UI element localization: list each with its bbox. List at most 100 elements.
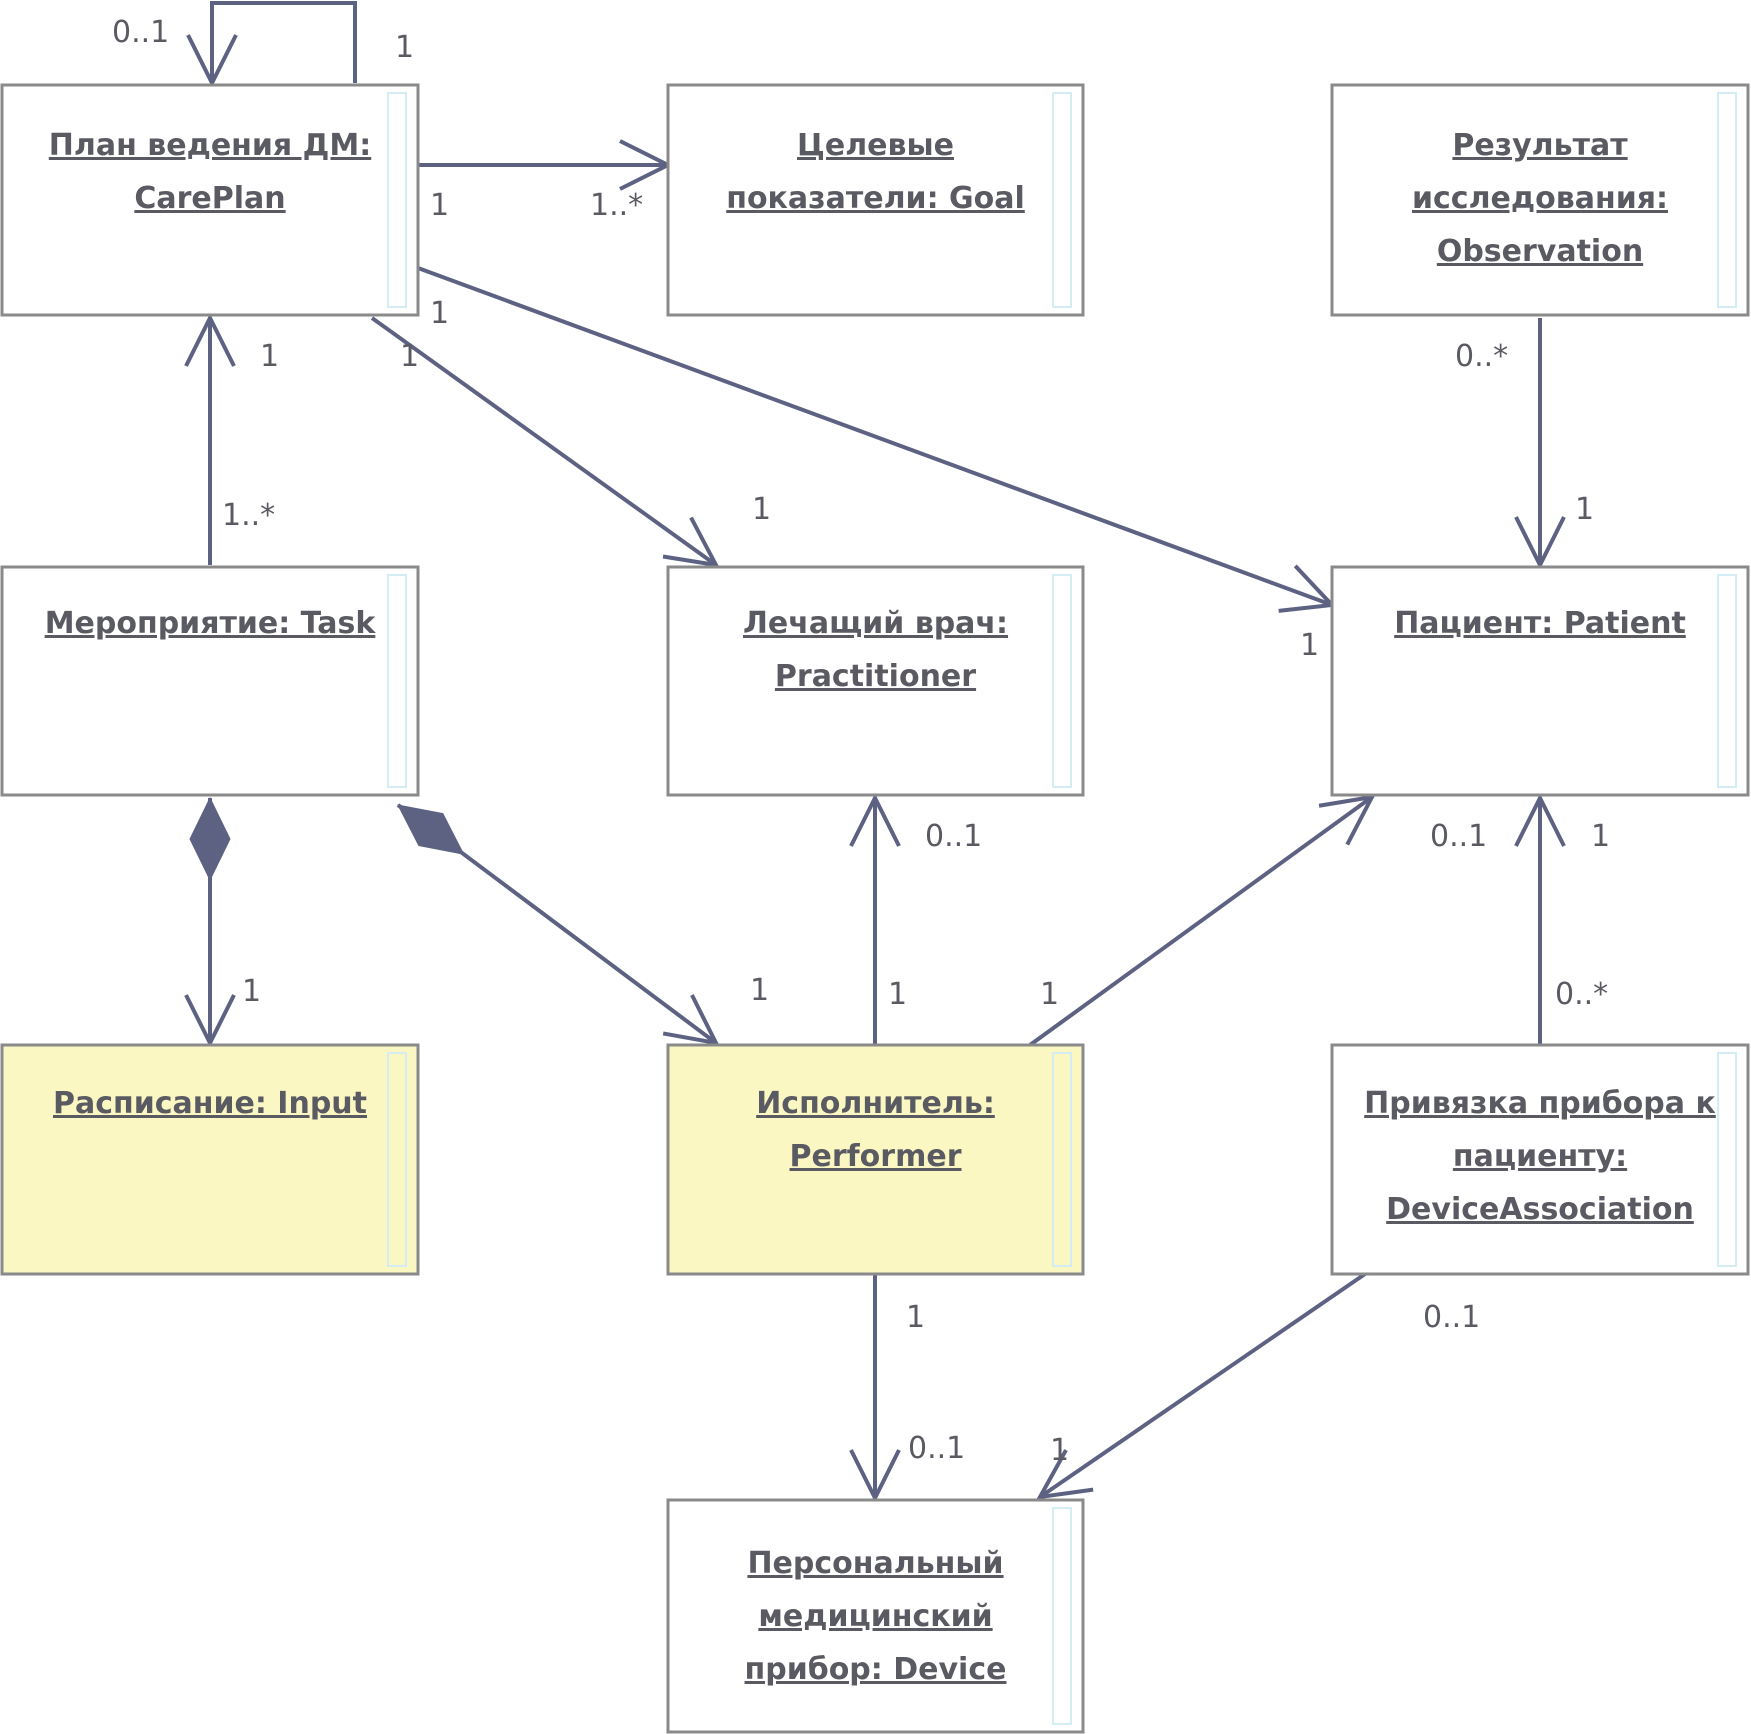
multiplicity-label: 0..* — [1455, 339, 1508, 374]
edge-6-composition-diamond — [189, 796, 231, 882]
edge-careplan-to-careplan — [186, 1, 357, 88]
node-observation-label: Observation — [1437, 234, 1643, 269]
node-practitioner-shade — [1052, 574, 1072, 788]
node-input-label: Расписание: Input — [53, 1086, 367, 1121]
edge-task-to-careplan — [184, 313, 236, 565]
multiplicity-label: 0..1 — [1423, 1300, 1480, 1335]
multiplicity-label: 1 — [888, 977, 907, 1012]
node-device-label: прибор: Device — [745, 1652, 1007, 1687]
multiplicity-label: 1..* — [222, 498, 275, 533]
edge-7-arrowhead — [662, 994, 720, 1046]
edge-careplan-to-goal — [418, 139, 673, 191]
node-observation-label: исследования: — [1412, 181, 1668, 216]
edge-performer-to-device — [849, 1274, 901, 1503]
node-patient-label: Пациент: Patient — [1394, 606, 1686, 641]
node-careplan-label: План ведения ДМ: — [49, 128, 371, 163]
node-performer-box — [666, 1043, 1085, 1276]
node-device-shade — [1052, 1507, 1072, 1725]
node-patient-box — [1330, 565, 1750, 797]
node-device-box — [666, 1498, 1085, 1734]
edge-0-line — [210, 1, 357, 83]
node-input: Расписание: Input — [0, 1043, 420, 1276]
edge-deviceassociation-to-patient — [1514, 793, 1566, 1045]
edge-6-arrowhead — [184, 994, 236, 1048]
multiplicity-label: 1 — [400, 339, 419, 374]
edge-11-arrowhead — [849, 1449, 901, 1503]
edge-observation-to-patient — [1514, 318, 1566, 570]
node-goal-shade — [1052, 92, 1072, 308]
edge-task-to-input — [184, 796, 236, 1048]
node-task-box — [0, 565, 420, 797]
multiplicity-label: 0..1 — [1430, 819, 1487, 854]
multiplicity-label: 1 — [752, 492, 771, 527]
node-performer: Исполнитель: Performer — [666, 1043, 1085, 1276]
multiplicity-label: 1 — [750, 973, 769, 1008]
multiplicity-label: 1 — [260, 339, 279, 374]
multiplicity-label: 1 — [906, 1300, 925, 1335]
node-goal-label: Целевые — [797, 128, 954, 163]
node-patient: Пациент: Patient — [1330, 565, 1750, 797]
edges-layer — [184, 1, 1566, 1503]
node-careplan-box — [0, 83, 420, 317]
node-deviceassociation-shade — [1717, 1052, 1737, 1267]
node-performer-shade — [1052, 1052, 1072, 1267]
edge-0-arrowhead — [186, 34, 238, 88]
multiplicity-label: 1 — [430, 296, 449, 331]
node-device-label: медицинский — [758, 1599, 992, 1634]
node-practitioner-box — [666, 565, 1085, 797]
node-deviceassociation: Привязка прибора кпациенту:DeviceAssocia… — [1330, 1043, 1750, 1276]
node-task-shade — [387, 574, 407, 788]
node-observation: Результат исследования: Observation — [1330, 83, 1750, 317]
multiplicity-label: 0..* — [1555, 977, 1608, 1012]
edge-careplan-to-practitioner — [370, 316, 720, 568]
node-practitioner-label: Лечащий врач: — [743, 606, 1008, 641]
multiplicity-label: 1 — [430, 188, 449, 223]
node-device: Персональный медицинский прибор: Device — [666, 1498, 1085, 1734]
node-careplan-label: CarePlan — [134, 181, 285, 216]
edge-8-arrowhead — [849, 793, 901, 847]
multiplicity-label: 0..1 — [925, 819, 982, 854]
edge-performer-to-practitioner — [849, 793, 901, 1045]
multiplicity-label: 0..1 — [112, 15, 169, 50]
multiplicity-label: 0..1 — [908, 1431, 965, 1466]
edge-3-line — [417, 266, 1333, 607]
node-observation-label: Результат — [1452, 128, 1628, 163]
edge-deviceassociation-to-device — [1036, 1272, 1367, 1500]
node-patient-shade — [1717, 574, 1737, 788]
node-goal: Целевые показатели: Goal — [666, 83, 1085, 317]
edge-performer-to-patient — [1028, 794, 1376, 1047]
edge-careplan-to-patient — [417, 266, 1337, 613]
multiplicity-label: 1 — [1040, 977, 1059, 1012]
edge-12-arrowhead — [1036, 1449, 1094, 1500]
node-input-box — [0, 1043, 420, 1276]
node-goal-box — [666, 83, 1085, 317]
multiplicity-label: 1 — [1050, 1433, 1069, 1468]
edge-4-arrowhead — [184, 313, 236, 367]
edge-task-to-performer — [396, 803, 720, 1046]
edge-7-composition-diamond — [397, 804, 465, 855]
node-goal-label: показатели: Goal — [726, 181, 1025, 216]
node-deviceassociation-box — [1330, 1043, 1750, 1276]
node-device-label: Персональный — [747, 1546, 1003, 1581]
node-deviceassociation-label: пациенту: — [1453, 1139, 1627, 1174]
multiplicity-label: 1..* — [590, 188, 643, 223]
node-task-label: Мероприятие: Task — [45, 606, 377, 641]
edge-9-arrowhead — [1318, 794, 1376, 846]
multiplicity-label: 1 — [1591, 819, 1610, 854]
node-practitioner-label: Practitioner — [775, 659, 976, 694]
node-practitioner: Лечащий врач: Practitioner — [666, 565, 1085, 797]
node-careplan-shade — [387, 92, 407, 308]
edge-9-line — [1028, 795, 1374, 1047]
multiplicity-label: 1 — [1300, 628, 1319, 663]
multiplicity-label: 1 — [1575, 492, 1594, 527]
node-observation-shade — [1717, 92, 1737, 308]
node-performer-label: Исполнитель: — [756, 1086, 995, 1121]
node-performer-label: Performer — [790, 1139, 962, 1174]
multiplicity-label: 1 — [242, 974, 261, 1009]
multiplicity-label: 1 — [395, 30, 414, 65]
node-deviceassociation-label: DeviceAssociation — [1386, 1192, 1694, 1227]
nodes-layer: План ведения ДМ: CarePlan Целевые показател… — [0, 83, 1750, 1734]
node-observation-box — [1330, 83, 1750, 317]
